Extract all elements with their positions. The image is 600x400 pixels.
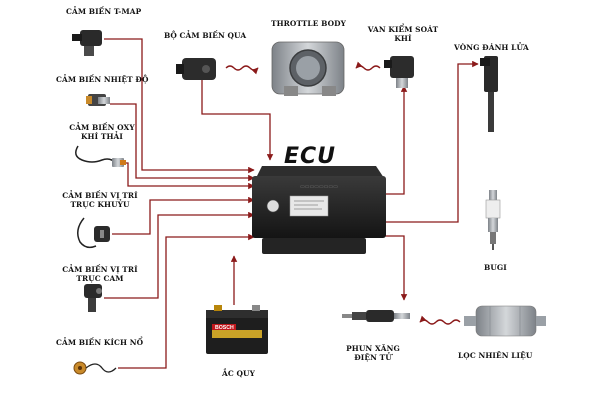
coolant-temp-sensor-icon [86,94,110,106]
wire-knock [118,233,255,369]
crankshaft-sensor-icon [77,217,110,249]
oxy-label-line1: CẢM BIẾN OXY [69,123,135,132]
injector-icon [342,310,410,322]
wire-tmap [104,38,255,174]
wavy-link-throttle [225,65,259,75]
wire-injector [372,235,408,301]
coolant-temp-label: CẢM BIẾN NHIỆT ĐỘ [56,75,149,84]
wire-cam [104,211,255,299]
battery-icon: BOSCH [206,305,268,354]
crankshaft-label-line1: CẢM BIẾN VỊ TRÍ [62,191,138,200]
wire-crank [112,196,255,235]
injector-label-line1: PHUN XĂNG [346,344,400,353]
wavy-link-idle-valve [355,61,381,71]
wire-coolant-temp [110,103,255,182]
ecu-top-face [256,166,384,178]
ecu-title: ECU [284,144,337,169]
oxy-label-line2: KHÍ THẢI [81,131,123,141]
spark-plug-icon [485,190,501,250]
knock-label: CẢM BIẾN KÍCH NỔ [56,338,144,347]
idle-valve-icon [384,56,414,88]
wavy-links [225,61,461,325]
camshaft-label: CẢM BIẾN VỊ TRÍ TRỤC CAM [58,265,142,283]
battery-label: ẮC QUY [222,369,255,378]
idle-valve-label-line1: VAN KIỂM SOÁT [367,25,439,34]
fuel-filter-label: LỌC NHIÊN LIỆU [458,351,533,360]
camshaft-label-line2: TRỤC CAM [76,273,124,283]
knock-sensor-icon [73,361,117,375]
injector-label-line2: ĐIỆN TỬ [354,352,392,362]
idle-valve-label-line2: KHÍ [394,33,412,43]
crankshaft-label-line2: TRỤC KHUỶU [70,199,130,209]
wire-ignition [378,60,479,223]
oxy-sensor-icon [75,145,126,167]
ecu-logo [266,199,280,213]
crankshaft-label: CẢM BIẾN VỊ TRÍ TRỤC KHUỶU [58,191,142,209]
tmap-label: CẢM BIẾN T-MAP [66,7,142,16]
ignition-coil-icon [480,56,498,132]
throttle-position-sensor-icon [176,58,216,80]
ignition-coil-label: VÒNG ĐÁNH LỬA [454,43,529,52]
fuel-filter-icon [464,305,546,337]
ecu-label-plate [289,195,329,217]
spark-plug-label: BUGI [484,263,507,272]
camshaft-label-line1: CẢM BIẾN VỊ TRÍ [62,265,138,274]
tmap-sensor-icon [72,30,102,56]
ecu-connector [262,238,366,254]
throttle-sensor-label: BỘ CẢM BIẾN QUA [164,31,247,40]
throttle-body-label: THROTTLE BODY [271,19,347,28]
wire-idle-valve [380,85,408,195]
battery-brand-label: BOSCH [215,325,234,331]
wavy-link-fuel [419,315,461,325]
svg-text:▭▭▭▭▭▭▭▭: ▭▭▭▭▭▭▭▭ [300,184,338,190]
injector-label: PHUN XĂNG ĐIỆN TỬ [340,344,406,362]
ecu-unit: ▭▭▭▭▭▭▭▭ [252,166,386,254]
idle-valve-label: VAN KIỂM SOÁT KHÍ [362,25,444,43]
oxy-label: CẢM BIẾN OXY KHÍ THẢI [62,123,142,141]
wire-oxy [126,162,255,190]
camshaft-sensor-icon [84,284,102,312]
throttle-body-icon [271,41,345,96]
wire-throttle-sensor [201,78,274,161]
